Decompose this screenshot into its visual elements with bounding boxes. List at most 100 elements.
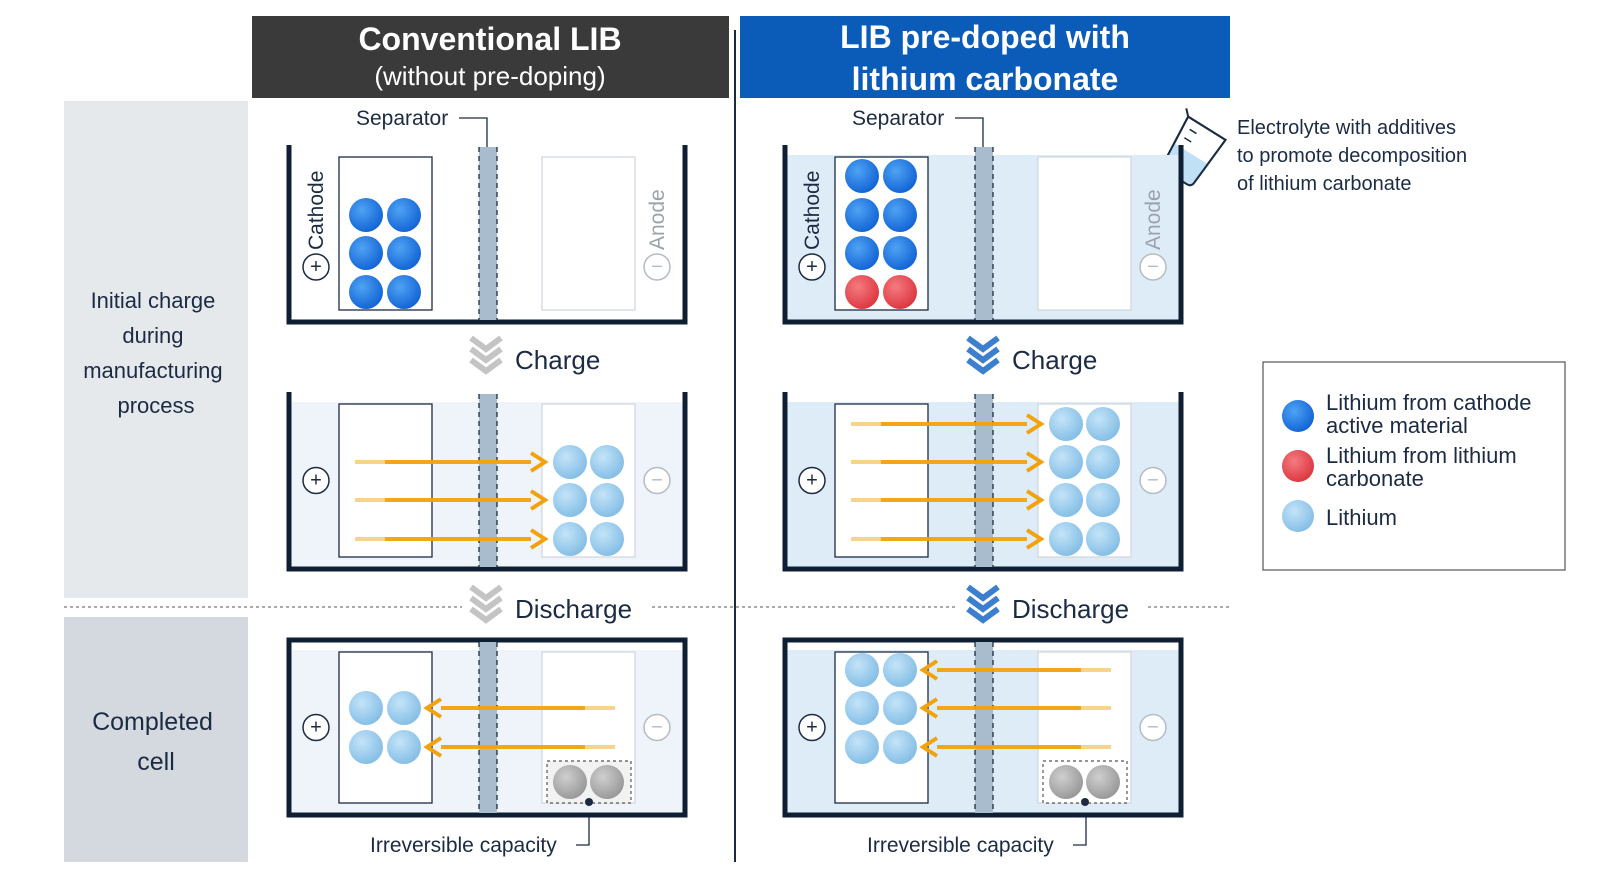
cell-right-initial-ball-red-a [845, 275, 879, 309]
charge-chevron-left [469, 335, 503, 375]
cell-right-initial-minus-terminal [1139, 253, 1167, 281]
cell-left-initial-ball-blue-1b [387, 236, 421, 270]
cell-left-initial-plus-terminal-sign: + [310, 256, 322, 278]
cell-left-initial-ball-blue-2a [349, 275, 383, 309]
cell-left-charged-ball-li-0a [553, 445, 587, 479]
cell-left-charged-frame [286, 392, 688, 572]
cell-right-charged-ball-li-2b [1086, 483, 1120, 517]
cell-right-charged-charge-arrow-0-head [1025, 413, 1045, 435]
cell-left-charged-minus-terminal-sign: − [651, 470, 663, 492]
cell-right-completed-ball-li-1b [883, 691, 917, 725]
cell-right-charged-charge-arrow-3 [851, 528, 1045, 550]
row-label-initial: Initial charge during manufacturing proc… [83, 288, 229, 418]
header-predoped-line1: LIB pre-doped with [840, 19, 1130, 55]
discharge-label-left: Discharge [515, 594, 632, 624]
cell-left-completed-ball-irreversible-b [590, 765, 624, 799]
cell-right-charged-frame [782, 392, 1184, 572]
cell-left-completed-irreversible-dot [585, 798, 593, 806]
header-conventional-title: Conventional LIB [358, 21, 621, 57]
cell-right-initial-cathode-label: Cathode [801, 171, 824, 250]
cell-right-initial-frame [782, 145, 1184, 325]
cell-right-charged-separator [975, 394, 993, 567]
irreversible-label-right: Irreversible capacity [867, 834, 1054, 857]
discharge-chevron-left-stroke-1 [469, 595, 503, 613]
discharge-chevron-left [469, 584, 503, 624]
cell-right-completed-ball-li-2a [845, 730, 879, 764]
cell-left-completed-plus-terminal-sign: + [310, 717, 322, 739]
cell-right-charged-ball-li-1b [1086, 445, 1120, 479]
cell-right-completed-plus-terminal [798, 713, 826, 742]
legend-swatch-carbonate [1282, 450, 1314, 482]
legend-swatch-lithium [1282, 500, 1314, 532]
charge-chevron-left-stroke-2 [469, 357, 503, 375]
cell-right-completed-ball-li-2b [883, 730, 917, 764]
cell-right-completed-ball-irreversible-a [1049, 765, 1083, 799]
cell-right-charged-charge-arrow-3-head [1025, 528, 1045, 550]
cell-left-completed-frame [286, 637, 688, 818]
charge-chevron-right [966, 335, 1000, 375]
electrolyte-note: Electrolyte with additives to promote de… [1237, 117, 1473, 195]
discharge-label-right: Discharge [1012, 594, 1129, 624]
cell-right-initial-anode-label: Anode [1142, 189, 1165, 250]
cell-left-completed-minus-terminal [643, 713, 671, 742]
cell-right-completed-plus-terminal-sign: + [806, 717, 818, 739]
cell-left-charged-ball-li-2a [553, 522, 587, 556]
cell-left-completed-cathode-plate [338, 651, 433, 804]
cell-left-initial-ball-blue-0b [387, 198, 421, 232]
header-predoped-line2: lithium carbonate [852, 61, 1119, 97]
charge-chevron-left-stroke-0 [469, 335, 503, 353]
separator-label-right: Separator [852, 107, 944, 130]
cell-right-charged-ball-li-3a [1049, 522, 1083, 556]
row-label-completed: Completed cell [92, 708, 220, 776]
cell-left-completed-ball-irreversible-a [553, 765, 587, 799]
cell-right-charged-ball-li-2a [1049, 483, 1083, 517]
cell-right-initial-anode-plate [1037, 156, 1132, 311]
cell-left-charged-plus-terminal [302, 466, 330, 495]
cell-left-completed-ball-li-0a [349, 691, 383, 725]
cell-right-initial-ball-blue-0b [883, 159, 917, 193]
cell-right-initial-minus-terminal-sign: − [1147, 256, 1159, 278]
cell-right-initial-plus-terminal-sign: + [806, 256, 818, 278]
cell-left-charged-charge-arrow-1-head [529, 489, 549, 511]
separator-label-left: Separator [356, 107, 448, 130]
cell-left-initial-anode-label: Anode [646, 189, 669, 250]
cell-right-completed-discharge-arrow-0-head [919, 659, 939, 681]
charge-chevron-right-stroke-0 [966, 335, 1000, 353]
legend-item-lithium: Lithium [1326, 505, 1397, 530]
cell-right-completed-discharge-arrow-2 [919, 736, 1111, 758]
cell-right-initial-ball-blue-2b [883, 236, 917, 270]
cell-left-initial-anode-plate [541, 156, 636, 311]
cell-right-initial-plus-terminal [798, 253, 826, 281]
charge-chevron-right-stroke-2 [966, 357, 1000, 375]
cell-right-initial-ball-blue-2a [845, 236, 879, 270]
cell-right-charged-minus-terminal [1139, 466, 1167, 495]
cell-left-initial-frame [286, 145, 688, 325]
cell-right-completed-ball-li-0a [845, 653, 879, 687]
cell-right-charged-ball-li-0a [1049, 407, 1083, 441]
cell-right-completed-discharge-arrow-2-head [919, 736, 939, 758]
cell-right-initial-ball-red-b [883, 275, 917, 309]
cell-right-completed-ball-li-0b [883, 653, 917, 687]
discharge-chevron-right-stroke-0 [966, 584, 1000, 602]
charge-chevron-right-stroke-1 [966, 346, 1000, 364]
cell-right-charged-plus-terminal [798, 466, 826, 495]
cell-left-charged-charge-arrow-2-head [529, 528, 549, 550]
cell-left-completed-ball-li-0b [387, 691, 421, 725]
cell-left-charged-ball-li-1b [590, 483, 624, 517]
cell-right-charged-minus-terminal-sign: − [1147, 470, 1159, 492]
charge-label-right: Charge [1012, 345, 1097, 375]
cell-left-initial-plus-terminal [302, 253, 330, 281]
cell-left-charged-charge-arrow-1 [355, 489, 549, 511]
cell-left-charged-cathode-plate [338, 403, 433, 558]
cell-left-completed-ball-li-1b [387, 730, 421, 764]
cell-left-completed-discharge-arrow-0 [423, 697, 615, 719]
discharge-chevron-left-stroke-0 [469, 584, 503, 602]
header-conventional-subtitle: (without pre-doping) [374, 61, 605, 91]
cell-right-initial-ball-blue-0a [845, 159, 879, 193]
cell-left-charged-minus-terminal [643, 466, 671, 495]
cell-right-charged-charge-arrow-1 [851, 451, 1045, 473]
cell-left-charged-plus-terminal-sign: + [310, 470, 322, 492]
charge-label-left: Charge [515, 345, 600, 375]
header-predoped [740, 16, 1230, 98]
